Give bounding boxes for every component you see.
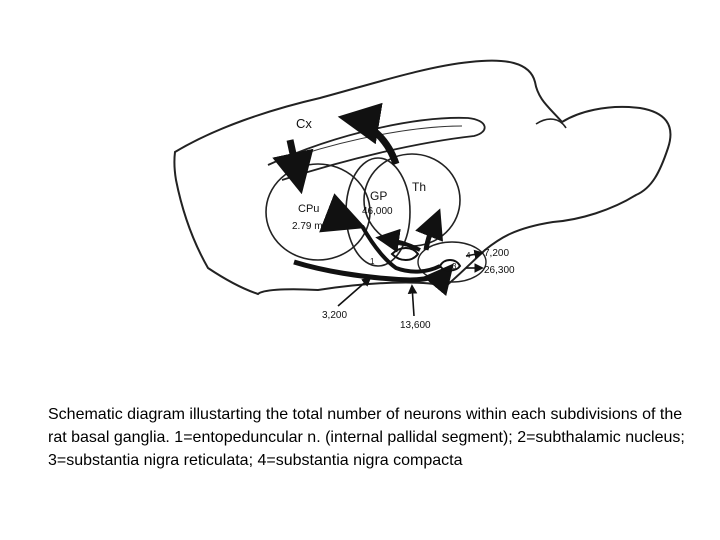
label-marker-1: 1 xyxy=(370,257,375,266)
label-marker-2: 2 xyxy=(425,242,430,251)
figure-caption: Schematic diagram illustarting the total… xyxy=(48,406,685,469)
label-count-13600: 13,600 xyxy=(400,320,431,331)
lower-pathway-curve xyxy=(360,225,441,274)
arrow-from-3200 xyxy=(337,276,372,307)
cpu-to-gp-arrow xyxy=(319,193,366,233)
olfactory-outline xyxy=(535,118,567,129)
label-cpu-count: 2.79 m xyxy=(292,221,323,232)
label-marker-3: 3 xyxy=(452,262,457,271)
arrow-to-7200 xyxy=(465,249,484,260)
to-thalamus-arrow xyxy=(415,208,444,251)
label-count-7200: 7,200 xyxy=(484,248,509,259)
label-count-26300: 26,300 xyxy=(484,265,515,276)
label-cx: Cx xyxy=(296,116,312,131)
label-cpu: CPu xyxy=(298,203,319,215)
label-marker-4: 4 xyxy=(466,251,471,260)
caudate-putamen-region xyxy=(265,163,371,261)
label-th: Th xyxy=(412,180,426,194)
cortex-band-inner xyxy=(299,125,463,156)
return-arrow xyxy=(375,228,421,253)
nucleus-loop xyxy=(390,247,420,261)
thalamus-to-cortex-arrow xyxy=(337,102,400,166)
arrow-from-13600 xyxy=(407,284,418,317)
label-gp-count: 46,000 xyxy=(362,206,393,217)
basal-ganglia-diagram: Cx CPu 2.79 m GP 46,000 Th 1 2 3 4 7,200… xyxy=(173,59,672,331)
small-circle-3 xyxy=(438,259,462,272)
brain-outline xyxy=(173,59,672,296)
cortex-to-cpu-arrow xyxy=(272,139,314,195)
striatal-output-arrow xyxy=(293,259,454,297)
label-count-3200: 3,200 xyxy=(322,310,347,321)
label-gp: GP xyxy=(370,189,387,203)
